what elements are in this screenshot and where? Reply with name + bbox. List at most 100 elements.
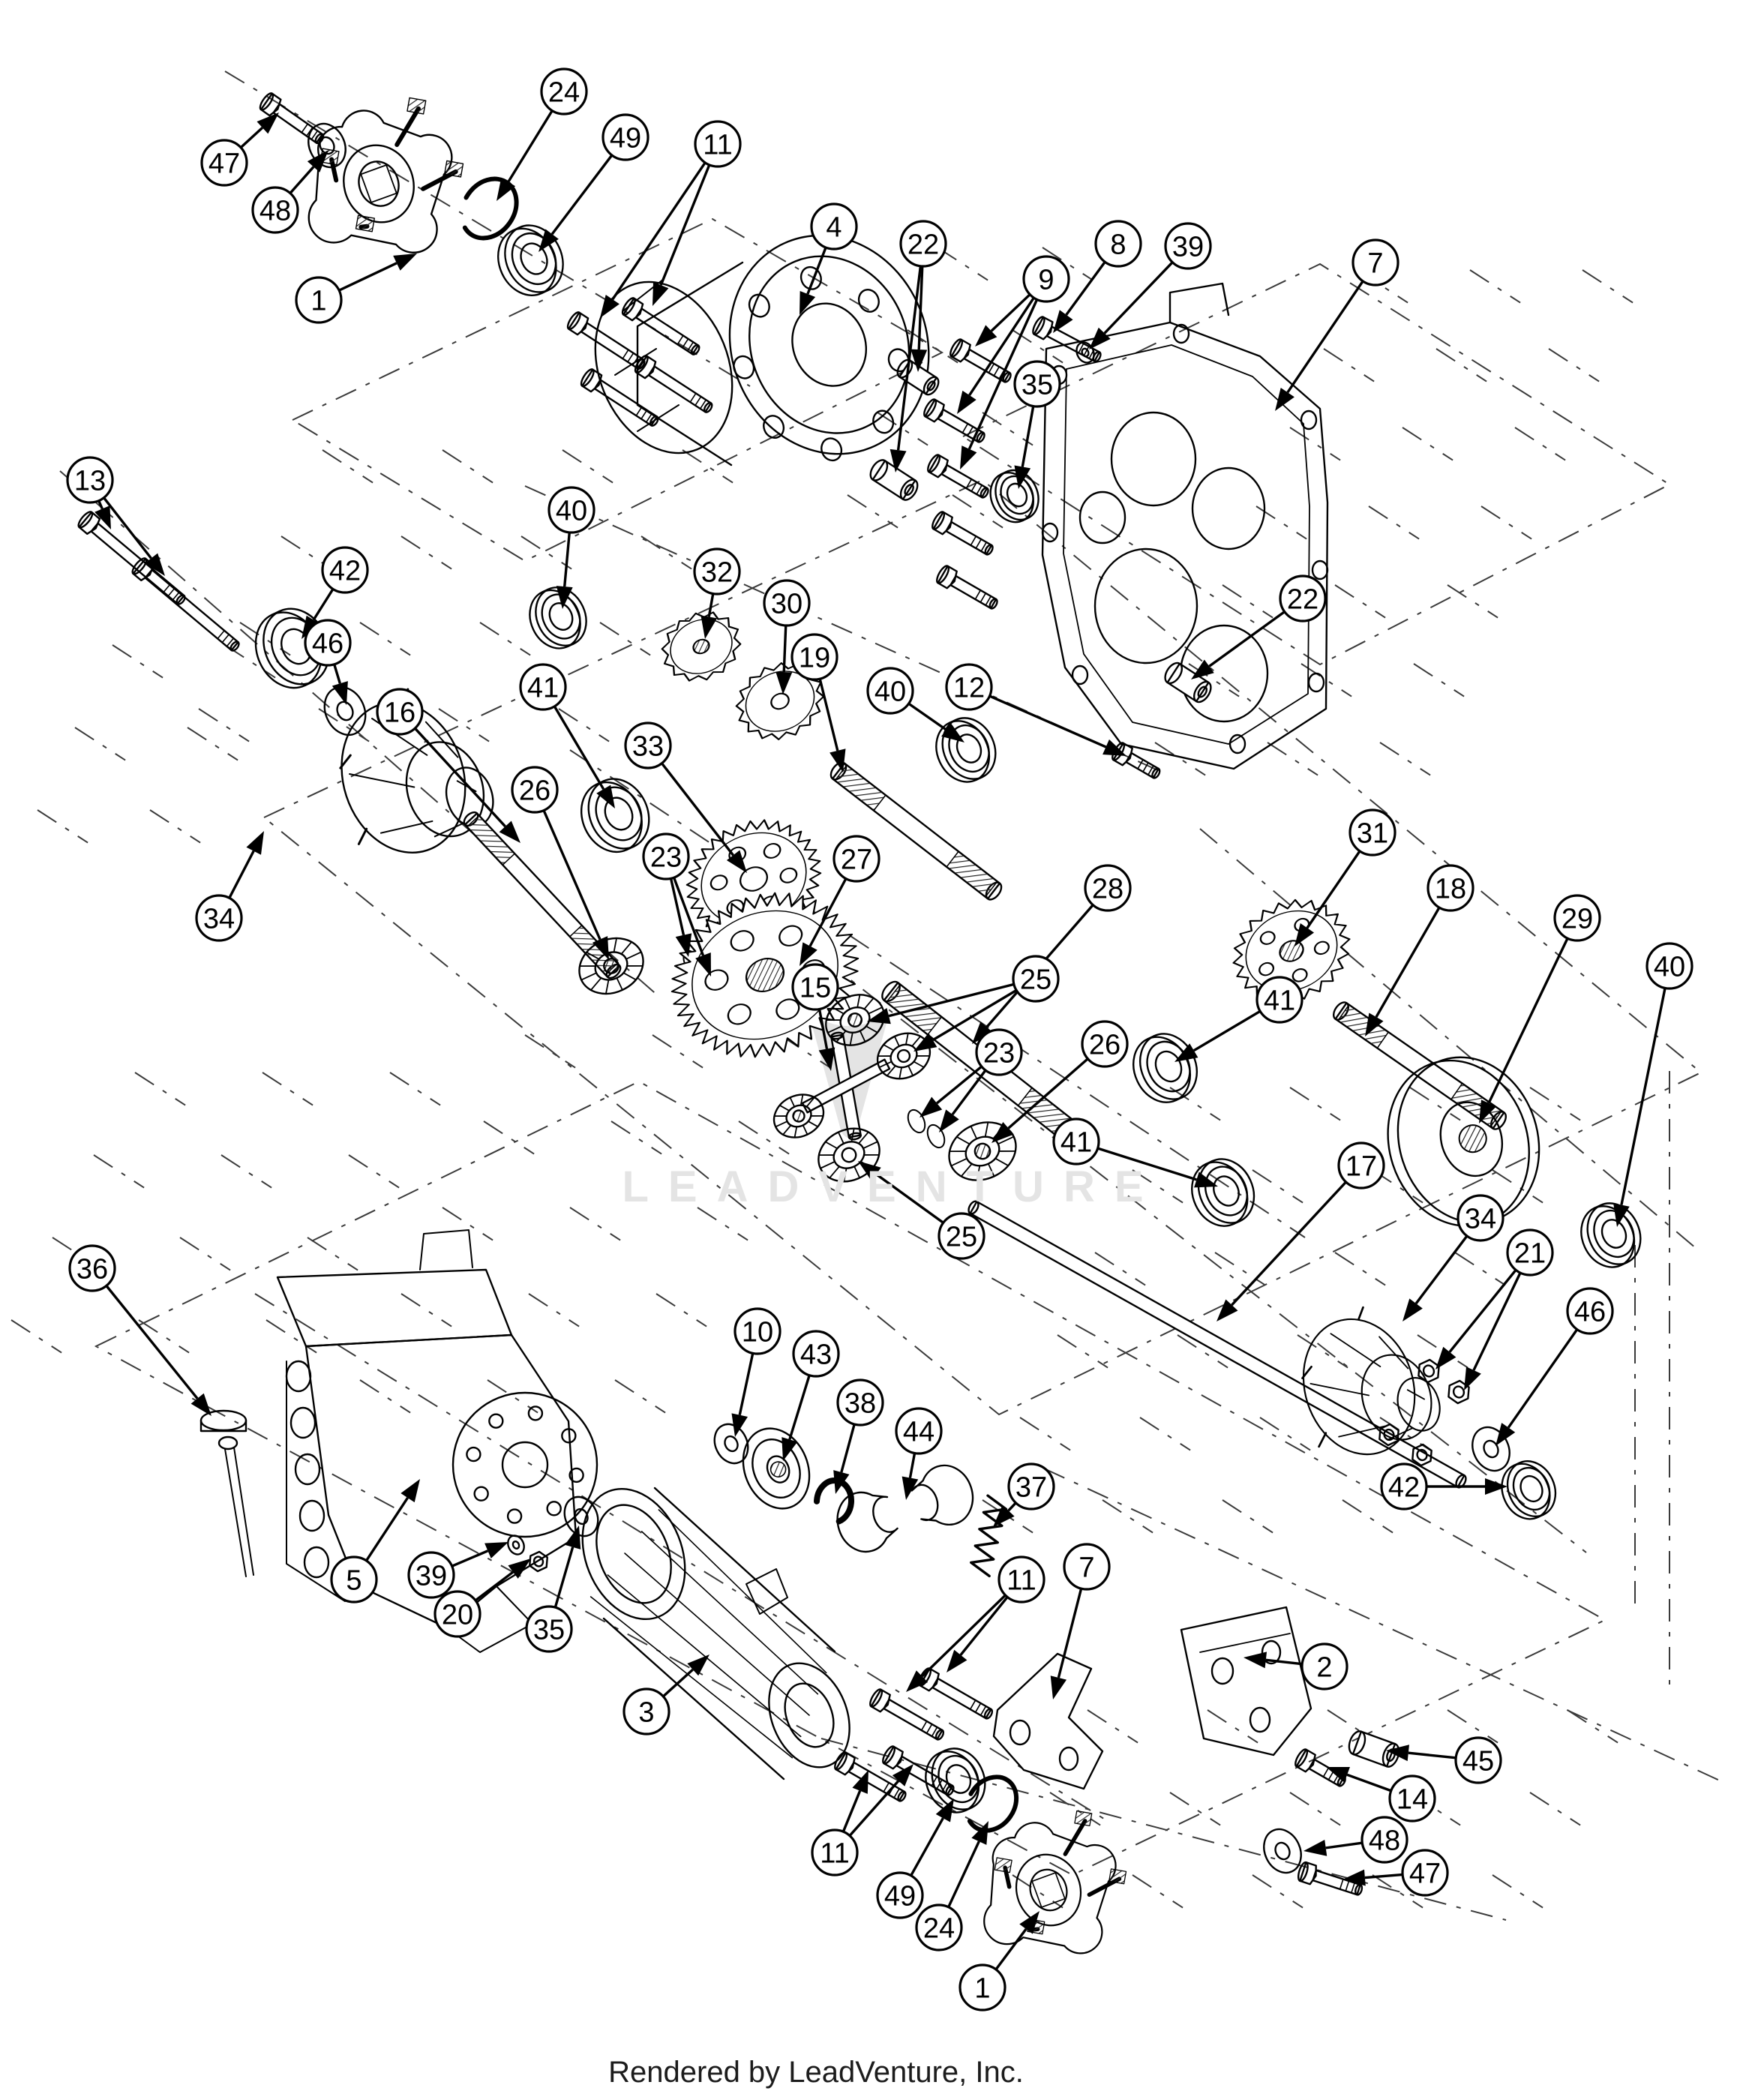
part-bolt [918, 1667, 994, 1720]
callout-balloon-10[interactable]: 10 [734, 1307, 782, 1355]
callout-balloon-47[interactable]: 47 [1401, 1849, 1449, 1897]
callout-balloon-48[interactable]: 48 [251, 186, 299, 234]
callout-balloon-39[interactable]: 39 [407, 1551, 455, 1599]
callout-balloon-40[interactable]: 40 [866, 667, 914, 715]
callout-balloon-27[interactable]: 27 [832, 835, 880, 883]
callout-number: 7 [1078, 1552, 1094, 1583]
callout-balloon-11[interactable]: 11 [998, 1556, 1046, 1604]
callout-balloon-34[interactable]: 34 [1456, 1194, 1504, 1242]
callout-number: 29 [1562, 903, 1593, 934]
callout-balloon-41[interactable]: 41 [1256, 976, 1304, 1024]
callout-balloon-31[interactable]: 31 [1348, 808, 1396, 856]
callout-balloon-25[interactable]: 25 [938, 1212, 986, 1260]
callout-balloon-47[interactable]: 47 [200, 139, 248, 187]
callout-balloon-35[interactable]: 35 [525, 1605, 573, 1653]
callout-balloon-29[interactable]: 29 [1553, 894, 1601, 942]
callout-balloon-24[interactable]: 24 [915, 1904, 963, 1952]
callout-balloon-30[interactable]: 30 [763, 579, 811, 627]
phantom-box [94, 1080, 1607, 1876]
leader-arrowhead-icon [1479, 1100, 1496, 1124]
leader-line [1306, 850, 1360, 929]
leader-line [339, 262, 398, 292]
leader-arrowhead-icon [499, 820, 520, 843]
callout-balloon-3[interactable]: 3 [622, 1688, 670, 1736]
phantom-dash [1368, 506, 1420, 540]
callout-balloon-11[interactable]: 11 [811, 1828, 859, 1876]
leader-arrowhead-icon [960, 446, 977, 470]
callout-balloon-4[interactable]: 4 [810, 202, 858, 250]
callout-balloon-33[interactable]: 33 [624, 722, 672, 770]
callout-balloon-40[interactable]: 40 [1646, 942, 1694, 990]
leader-arrowhead-icon [782, 1437, 798, 1461]
callout-balloon-42[interactable]: 42 [1380, 1462, 1428, 1510]
callout-balloon-45[interactable]: 45 [1454, 1736, 1502, 1784]
callout-balloon-48[interactable]: 48 [1360, 1816, 1408, 1864]
callout-balloon-19[interactable]: 19 [790, 633, 838, 681]
callout-balloon-41[interactable]: 41 [519, 663, 567, 711]
part-bolt [77, 511, 186, 605]
callout-balloon-41[interactable]: 41 [1052, 1118, 1100, 1166]
callout-balloon-18[interactable]: 18 [1426, 864, 1474, 912]
leader-arrowhead-icon [190, 1393, 212, 1416]
callout-balloon-26[interactable]: 26 [1081, 1020, 1129, 1068]
leader-line [673, 878, 705, 956]
callout-balloon-40[interactable]: 40 [548, 486, 596, 534]
callout-balloon-42[interactable]: 42 [321, 546, 369, 594]
callout-balloon-46[interactable]: 46 [304, 619, 352, 667]
leader-arrowhead-icon [556, 586, 573, 609]
callout-balloon-35[interactable]: 35 [1013, 360, 1061, 408]
callout-balloon-28[interactable]: 28 [1084, 864, 1132, 912]
callout-balloon-12[interactable]: 12 [945, 663, 993, 711]
callout-balloon-1[interactable]: 1 [958, 1964, 1006, 2012]
callout-balloon-36[interactable]: 36 [68, 1244, 116, 1292]
callout-balloon-16[interactable]: 16 [376, 688, 424, 736]
callout-number: 24 [923, 1912, 955, 1944]
callout-balloon-5[interactable]: 5 [330, 1556, 378, 1604]
leader-line [707, 594, 715, 617]
callout-balloon-49[interactable]: 49 [602, 113, 650, 161]
leader-line [738, 1353, 754, 1416]
phantom-dash [37, 809, 88, 844]
callout-balloon-46[interactable]: 46 [1566, 1287, 1614, 1335]
callout-balloon-39[interactable]: 39 [1164, 222, 1212, 270]
callout-balloon-7[interactable]: 7 [1352, 238, 1400, 286]
leader-line [921, 1594, 1006, 1678]
callout-balloon-21[interactable]: 21 [1506, 1228, 1554, 1276]
callout-balloon-43[interactable]: 43 [792, 1330, 840, 1378]
part-nut [1448, 1379, 1470, 1405]
callout-balloon-1[interactable]: 1 [295, 276, 343, 324]
callout-balloon-34[interactable]: 34 [195, 894, 243, 942]
callout-balloon-22[interactable]: 22 [899, 220, 947, 268]
callout-number: 25 [1020, 964, 1052, 995]
callout-balloon-25[interactable]: 25 [1012, 955, 1060, 1003]
phantom-dash [1207, 1709, 1258, 1744]
callout-number: 24 [548, 76, 580, 108]
callout-balloon-17[interactable]: 17 [1337, 1142, 1385, 1190]
callout-balloon-14[interactable]: 14 [1388, 1774, 1436, 1822]
callout-balloon-23[interactable]: 23 [975, 1028, 1023, 1076]
callout-balloon-32[interactable]: 32 [693, 548, 741, 596]
callout-balloon-8[interactable]: 8 [1094, 220, 1142, 268]
leader-arrowhead-icon [700, 615, 718, 639]
callout-balloon-23[interactable]: 23 [642, 832, 690, 880]
callout-number: 37 [1016, 1472, 1047, 1503]
callout-balloon-11[interactable]: 11 [694, 120, 742, 168]
callout-balloon-24[interactable]: 24 [540, 68, 588, 116]
callout-balloon-7[interactable]: 7 [1063, 1543, 1111, 1591]
callout-balloon-13[interactable]: 13 [66, 456, 114, 504]
callout-balloon-38[interactable]: 38 [836, 1378, 884, 1426]
callout-number: 12 [953, 672, 985, 704]
part-wheel-hub [983, 1810, 1127, 1954]
callout-balloon-20[interactable]: 20 [434, 1590, 482, 1638]
callout-balloon-22[interactable]: 22 [1279, 574, 1327, 622]
callout-balloon-9[interactable]: 9 [1022, 255, 1070, 303]
callout-balloon-2[interactable]: 2 [1300, 1642, 1348, 1690]
callout-balloon-37[interactable]: 37 [1007, 1462, 1055, 1510]
leader-arrowhead-icon [332, 681, 348, 705]
callout-balloon-44[interactable]: 44 [895, 1407, 943, 1455]
leader-arrowhead-icon [596, 784, 615, 808]
leader-line [806, 248, 827, 295]
callout-balloon-26[interactable]: 26 [511, 766, 559, 814]
callout-balloon-15[interactable]: 15 [791, 963, 839, 1011]
callout-balloon-49[interactable]: 49 [876, 1871, 924, 1919]
